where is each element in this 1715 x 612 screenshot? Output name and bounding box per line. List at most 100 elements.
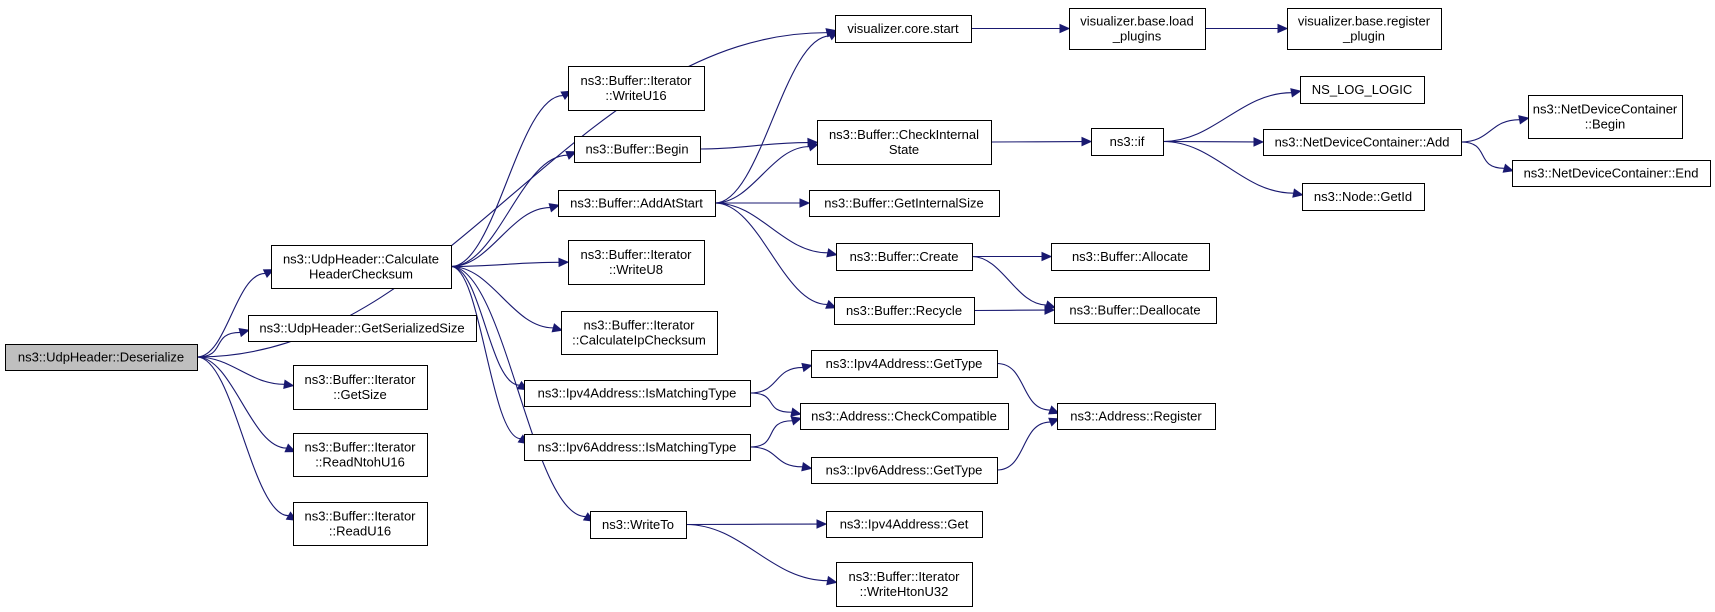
node-box — [568, 240, 705, 285]
node-label: ::WriteHtonU32 — [860, 584, 949, 599]
node-box — [1054, 297, 1217, 324]
node-label: ns3::UdpHeader::GetSerializedSize — [259, 321, 464, 336]
node-box — [1287, 8, 1442, 50]
node-it-readu16[interactable]: ns3::Buffer::Iterator::ReadU16 — [293, 502, 428, 546]
node-label: ns3::Ipv4Address::GetType — [826, 356, 983, 371]
node-buf-begin[interactable]: ns3::Buffer::Begin — [574, 136, 701, 163]
edge-calc-hdr-to-it-writeu8 — [450, 261, 560, 268]
arrowhead-icon — [238, 327, 251, 338]
edge-deserialize-to-calc-hdr — [196, 272, 266, 358]
node-box — [835, 15, 972, 43]
node-label: _plugin — [1342, 29, 1385, 44]
node-label: ns3::Buffer::Iterator — [304, 440, 416, 455]
node-it-calcip[interactable]: ns3::Buffer::Iterator::CalculateIpChecks… — [561, 311, 718, 355]
node-ipv4-match[interactable]: ns3::Ipv4Address::IsMatchingType — [524, 380, 751, 407]
node-box — [1300, 76, 1425, 104]
edge-deserialize-to-it-readu16 — [196, 356, 289, 517]
node-label: ns3::Address::Register — [1070, 409, 1202, 424]
node-box — [271, 245, 452, 289]
arrowhead-icon — [262, 269, 275, 278]
node-viz-register[interactable]: visualizer.base.register_plugin — [1287, 8, 1442, 50]
arrowhead-icon — [807, 142, 820, 152]
edge-ipv6-match-to-addr-checkcompat — [749, 420, 793, 448]
arrowhead-icon — [1277, 23, 1289, 34]
node-buf-recycle[interactable]: ns3::Buffer::Recycle — [834, 297, 975, 325]
node-label: ns3::NetDeviceContainer — [1533, 102, 1678, 117]
arrowhead-icon — [1048, 417, 1060, 427]
edge-ipv6-gettype-to-addr-register — [996, 421, 1051, 471]
node-buf-deallocate[interactable]: ns3::Buffer::Deallocate — [1054, 297, 1217, 324]
node-ndc-end[interactable]: ns3::NetDeviceContainer::End — [1512, 160, 1711, 187]
node-it-writehton[interactable]: ns3::Buffer::Iterator::WriteHtonU32 — [836, 562, 973, 607]
node-box — [524, 434, 751, 461]
node-addr-checkcompat[interactable]: ns3::Address::CheckCompatible — [800, 403, 1009, 430]
arrowhead-icon — [801, 362, 813, 373]
node-label: ::CalculateIpChecksum — [572, 333, 706, 348]
arrowhead-icon — [1059, 23, 1071, 34]
node-addr-register[interactable]: ns3::Address::Register — [1057, 403, 1216, 430]
arrowhead-icon — [801, 462, 813, 472]
node-buf-addatstart[interactable]: ns3::Buffer::AddAtStart — [558, 190, 716, 217]
node-label: ns3::Buffer::Iterator — [580, 73, 692, 88]
node-ndc-add[interactable]: ns3::NetDeviceContainer::Add — [1263, 129, 1462, 156]
arrowhead-icon — [790, 407, 802, 417]
node-box — [293, 433, 428, 477]
node-box — [800, 403, 1009, 430]
node-label: ::GetSize — [333, 387, 386, 402]
edge-ipv4-match-to-addr-checkcompat — [749, 392, 792, 413]
node-viz-start[interactable]: visualizer.core.start — [835, 15, 972, 43]
node-writeto[interactable]: ns3::WriteTo — [590, 511, 687, 539]
node-ipv4-gettype[interactable]: ns3::Ipv4Address::GetType — [811, 350, 998, 378]
node-label: ns3::Ipv4Address::Get — [840, 517, 969, 532]
arrowhead-icon — [551, 323, 564, 333]
node-ns3-if[interactable]: ns3::if — [1091, 128, 1164, 156]
node-box — [1512, 160, 1711, 187]
node-viz-load[interactable]: visualizer.base.load_plugins — [1069, 8, 1206, 50]
node-ipv6-match[interactable]: ns3::Ipv6Address::IsMatchingType — [524, 434, 751, 461]
edge-deserialize-to-it-readntoh — [196, 356, 287, 449]
node-ndc-begin[interactable]: ns3::NetDeviceContainer::Begin — [1528, 95, 1683, 139]
node-label: ns3::Buffer::Begin — [585, 142, 688, 157]
node-it-writeu16[interactable]: ns3::Buffer::Iterator::WriteU16 — [568, 66, 705, 111]
node-deserialize[interactable]: ns3::UdpHeader::Deserialize — [5, 344, 198, 371]
node-ipv6-gettype[interactable]: ns3::Ipv6Address::GetType — [811, 457, 998, 484]
node-label: ns3::Buffer::Iterator — [848, 569, 960, 584]
edge-deserialize-to-get-ser-size — [196, 331, 241, 358]
node-ns-log-logic[interactable]: NS_LOG_LOGIC — [1300, 76, 1425, 104]
node-it-writeu8[interactable]: ns3::Buffer::Iterator::WriteU8 — [568, 240, 705, 285]
node-buf-getinternal[interactable]: ns3::Buffer::GetInternalSize — [809, 190, 1000, 217]
node-label: ns3::Ipv6Address::IsMatchingType — [538, 440, 737, 455]
node-box — [1091, 128, 1164, 156]
node-node-getid[interactable]: ns3::Node::GetId — [1302, 183, 1425, 211]
arrowhead-icon — [1502, 163, 1515, 173]
node-label: ns3::Buffer::Allocate — [1072, 249, 1188, 264]
arrowhead-icon — [284, 443, 297, 453]
arrowhead-icon — [1041, 251, 1053, 262]
node-box — [836, 243, 973, 271]
arrowhead-icon — [816, 519, 828, 529]
edge-buf-addatstart-to-buf-create — [714, 202, 828, 254]
node-label: HeaderChecksum — [309, 267, 413, 282]
node-it-readntoh[interactable]: ns3::Buffer::Iterator::ReadNtohU16 — [293, 433, 428, 477]
node-label: ns3::Buffer::Iterator — [580, 247, 692, 262]
node-label: ns3::Address::CheckCompatible — [811, 409, 997, 424]
node-buf-create[interactable]: ns3::Buffer::Create — [836, 243, 973, 271]
node-get-ser-size[interactable]: ns3::UdpHeader::GetSerializedSize — [248, 315, 477, 342]
arrowhead-icon — [1044, 305, 1056, 315]
edge-calc-hdr-to-it-calcip — [450, 265, 554, 329]
node-box — [1263, 129, 1462, 156]
edge-buf-addatstart-to-buf-checkinternal — [714, 146, 810, 204]
call-graph-nodes: ns3::UdpHeader::Deserialize visualizer.co… — [5, 8, 1711, 607]
node-box — [826, 511, 983, 538]
node-label: ns3::Buffer::Iterator — [583, 318, 695, 333]
arrowhead-icon — [565, 150, 577, 160]
node-ipv4-get[interactable]: ns3::Ipv4Address::Get — [826, 511, 983, 538]
node-label: ns3::if — [1110, 134, 1145, 149]
arrowhead-icon — [826, 248, 838, 258]
node-it-getsize[interactable]: ns3::Buffer::Iterator::GetSize — [293, 365, 428, 410]
node-label: NS_LOG_LOGIC — [1312, 82, 1412, 97]
node-buf-allocate[interactable]: ns3::Buffer::Allocate — [1051, 243, 1210, 271]
node-label: ns3::Buffer::Iterator — [304, 372, 416, 387]
